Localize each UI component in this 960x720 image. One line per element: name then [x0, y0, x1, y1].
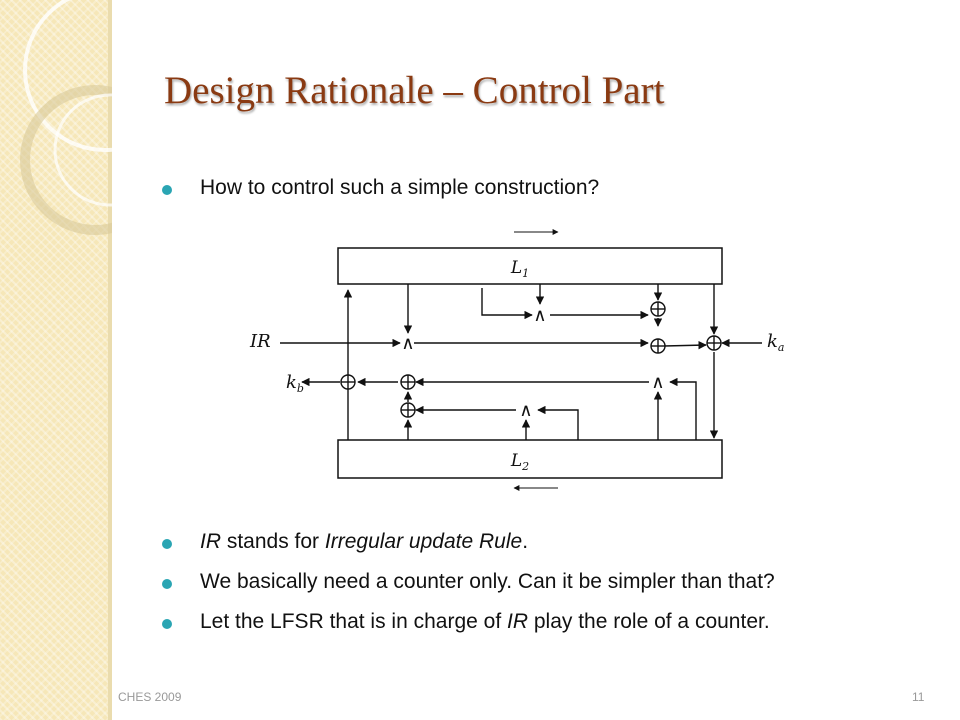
bullet-dot-icon: [162, 579, 172, 589]
page-number: 11: [912, 690, 925, 704]
bullet-text: Let the LFSR that is in charge of IR pla…: [200, 610, 770, 633]
and-gate-icon: ∧: [651, 372, 664, 393]
xor-gate-icon: [650, 301, 666, 317]
side-band-edge: [108, 0, 112, 720]
ir-input-label: IR: [249, 331, 271, 352]
lfsr-diagram: L1 L2 IR ka kb: [249, 229, 784, 491]
svg-text:kb: kb: [286, 372, 304, 395]
xor-gate-icon: [340, 374, 356, 390]
register-l2: [337, 439, 723, 479]
register-l1: [337, 247, 723, 285]
bullet-text: IR stands for Irregular update Rule.: [200, 530, 529, 553]
decorative-side-band: [0, 0, 108, 720]
bullet-text: We basically need a counter only. Can it…: [200, 570, 775, 593]
and-gate-icon: ∧: [401, 333, 414, 354]
register-l2-subscript: 2: [521, 460, 529, 473]
key-a-label: k: [767, 331, 778, 352]
xor-gate-icon: [650, 338, 666, 354]
register-l1-subscript: 1: [522, 267, 529, 280]
and-gate-icon: ∧: [519, 400, 532, 421]
bullet-dot-icon: [162, 539, 172, 549]
register-l2-label: L: [510, 451, 522, 471]
key-b-subscript: b: [297, 382, 304, 395]
xor-gate-icon: [706, 335, 722, 351]
xor-gate-icon: [400, 402, 416, 418]
bullet-dot-icon: [162, 185, 172, 195]
xor-gate-icon: [400, 374, 416, 390]
decorative-circles: [20, 0, 112, 235]
svg-text:ka: ka: [767, 331, 784, 354]
bullet-text: How to control such a simple constructio…: [200, 176, 600, 199]
svg-text:L2: L2: [510, 451, 529, 473]
bullet-dot-icon: [162, 619, 172, 629]
and-gate-icon: ∧: [533, 305, 546, 326]
svg-text:L1: L1: [510, 258, 529, 280]
key-a-subscript: a: [778, 341, 785, 354]
register-l1-label: L: [510, 258, 522, 278]
footer-conference: CHES 2009: [118, 690, 182, 704]
slide-title: Design Rationale – Control Part: [164, 69, 665, 112]
key-b-label: k: [286, 372, 297, 393]
